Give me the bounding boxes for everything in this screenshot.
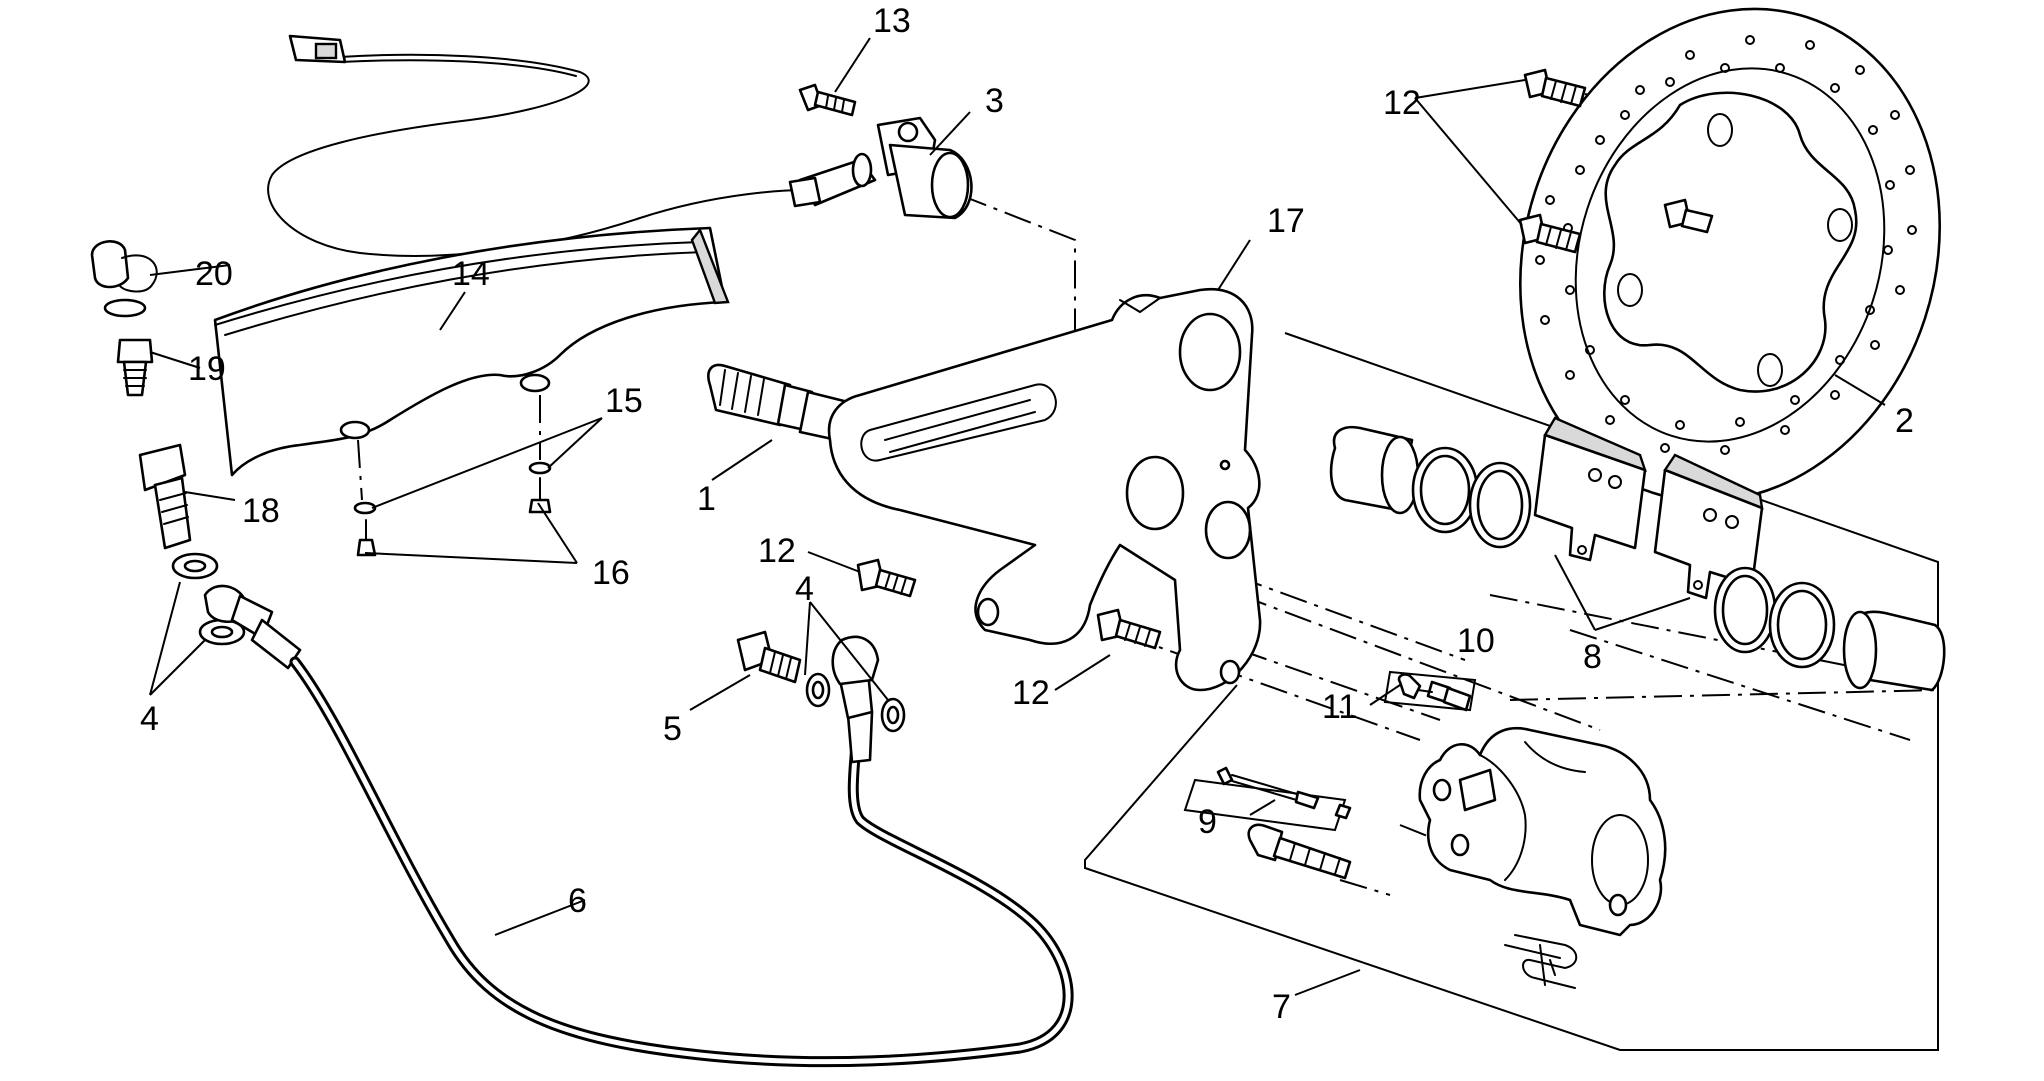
part-19-bleed-valve — [116, 338, 154, 397]
callout-8: 8 — [1583, 638, 1602, 676]
part-4-washers-left — [171, 552, 246, 646]
callout-11: 11 — [1322, 688, 1357, 726]
callout-3: 3 — [985, 82, 1004, 120]
part-17-caliper-bracket — [827, 287, 1262, 692]
callout-10: 10 — [1457, 622, 1495, 660]
caliper-piston-left — [1329, 425, 1420, 515]
part-13-screw — [798, 83, 857, 117]
disc-holes — [1535, 35, 1917, 455]
caliper-seals-right — [1713, 566, 1836, 669]
part-6-brake-hose — [203, 584, 1074, 1068]
callout-13: 13 — [873, 2, 911, 40]
part-12-screw-center — [856, 558, 917, 598]
part-10-bleed-screw — [1417, 680, 1472, 712]
callout-15: 15 — [605, 382, 643, 420]
part-18-banjo-bolt — [138, 443, 192, 550]
callout-4-center: 4 — [795, 570, 814, 608]
part-7-caliper-body — [1418, 726, 1667, 937]
callout-12-disc: 12 — [1383, 84, 1421, 122]
callout-18: 18 — [242, 492, 280, 530]
sensor-plug-tip — [314, 42, 338, 60]
callout-17: 17 — [1267, 202, 1305, 240]
part-12-screw-lower — [1096, 608, 1162, 650]
caliper-kit-frame — [1084, 332, 1939, 1051]
part-8-brake-pads — [1533, 416, 1764, 600]
callout-20: 20 — [195, 255, 233, 293]
callout-7: 7 — [1272, 988, 1291, 1026]
callout-14: 14 — [452, 255, 490, 293]
bleed-kit-frame — [1383, 670, 1477, 712]
caliper-seals-left — [1411, 446, 1532, 549]
callout-2: 2 — [1895, 402, 1914, 440]
part-2-brake-disc — [1518, 7, 1942, 503]
part-16-screws — [356, 477, 552, 557]
speed-sensor-wire — [267, 34, 806, 257]
part-11-bleed-cap — [1397, 673, 1422, 700]
callout-5: 5 — [663, 710, 682, 748]
callout-labels: 1 2 3 4 4 5 6 7 8 9 10 11 12 12 12 13 14… — [140, 2, 1914, 1026]
callout-12-center: 12 — [758, 532, 796, 570]
part-4-washers-center — [805, 672, 906, 733]
callout-16: 16 — [592, 554, 630, 592]
part-9-pad-pin — [1216, 766, 1352, 820]
callout-1: 1 — [697, 480, 716, 518]
callout-6: 6 — [568, 882, 587, 920]
callout-4-left: 4 — [140, 700, 159, 738]
part-14-chain-guard — [213, 226, 730, 477]
callout-12-lower: 12 — [1012, 674, 1050, 712]
part-3-speed-sensor — [788, 116, 973, 220]
part-5-banjo-bolt — [736, 630, 802, 684]
part-15-washers — [353, 395, 552, 515]
part-12-disc-screws — [1518, 68, 1714, 254]
callout-9: 9 — [1198, 803, 1217, 841]
pad-spring-clip — [1504, 934, 1578, 989]
caliper-mount-bolt — [1247, 823, 1352, 880]
caliper-piston-right — [1842, 610, 1946, 692]
callout-19: 19 — [188, 350, 226, 388]
leader-lines — [149, 37, 1886, 996]
part-20-bleed-cap — [90, 240, 158, 318]
